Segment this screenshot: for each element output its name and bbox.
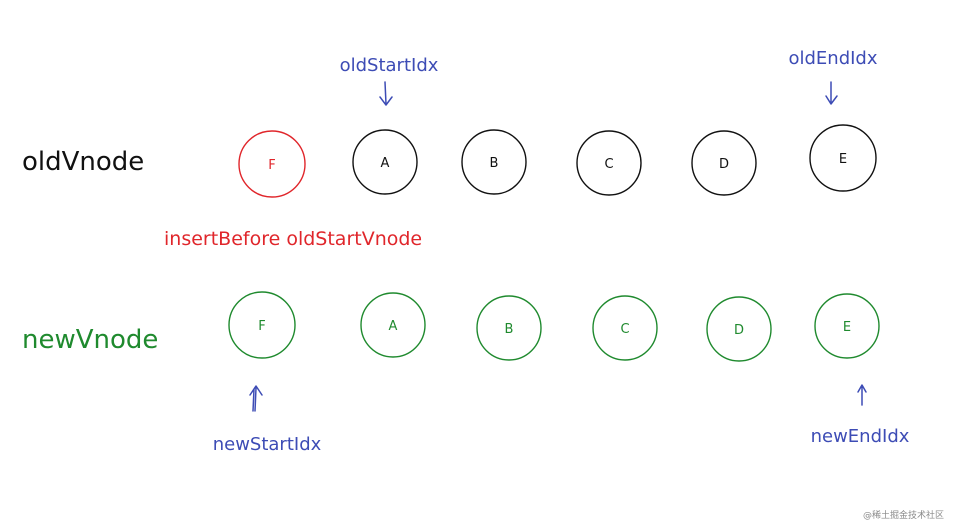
new-node-d: D [706, 296, 772, 362]
old-node-label: A [381, 156, 390, 171]
old-node-a: A [352, 129, 418, 195]
new-node-a: A [360, 292, 426, 358]
new-node-label: C [620, 322, 629, 337]
insert-before-note: insertBefore oldStartVnode [164, 228, 422, 250]
old-node-label: E [839, 152, 847, 167]
old-node-c: C [576, 130, 642, 196]
new-start-idx-label: newStartIdx [213, 434, 322, 455]
old-node-f: F [238, 130, 306, 198]
new-end-up-arrow-icon [857, 384, 867, 406]
old-vnode-label: oldVnode [22, 147, 144, 177]
old-end-idx-label: oldEndIdx [788, 48, 877, 69]
new-vnode-label: newVnode [22, 325, 158, 355]
old-start-idx-label: oldStartIdx [340, 55, 439, 76]
old-start-down-arrow-icon [379, 81, 393, 106]
new-node-c: C [592, 295, 658, 361]
new-node-e: E [814, 293, 880, 359]
old-node-b: B [461, 129, 527, 195]
new-node-f: F [228, 291, 296, 359]
old-node-label: F [268, 158, 275, 173]
watermark: @稀土掘金技术社区 [862, 511, 944, 521]
old-node-e: E [809, 124, 877, 192]
old-node-label: D [719, 157, 729, 172]
new-node-label: B [505, 322, 514, 337]
old-node-label: B [490, 156, 499, 171]
old-node-label: C [604, 157, 613, 172]
old-end-down-arrow-icon [825, 81, 838, 105]
new-node-label: A [389, 319, 398, 334]
new-node-b: B [476, 295, 542, 361]
new-start-up-arrow-icon [249, 385, 263, 412]
old-node-d: D [691, 130, 757, 196]
new-node-label: E [843, 320, 851, 335]
new-node-label: F [258, 319, 265, 334]
new-node-label: D [734, 323, 744, 338]
new-end-idx-label: newEndIdx [811, 426, 910, 447]
